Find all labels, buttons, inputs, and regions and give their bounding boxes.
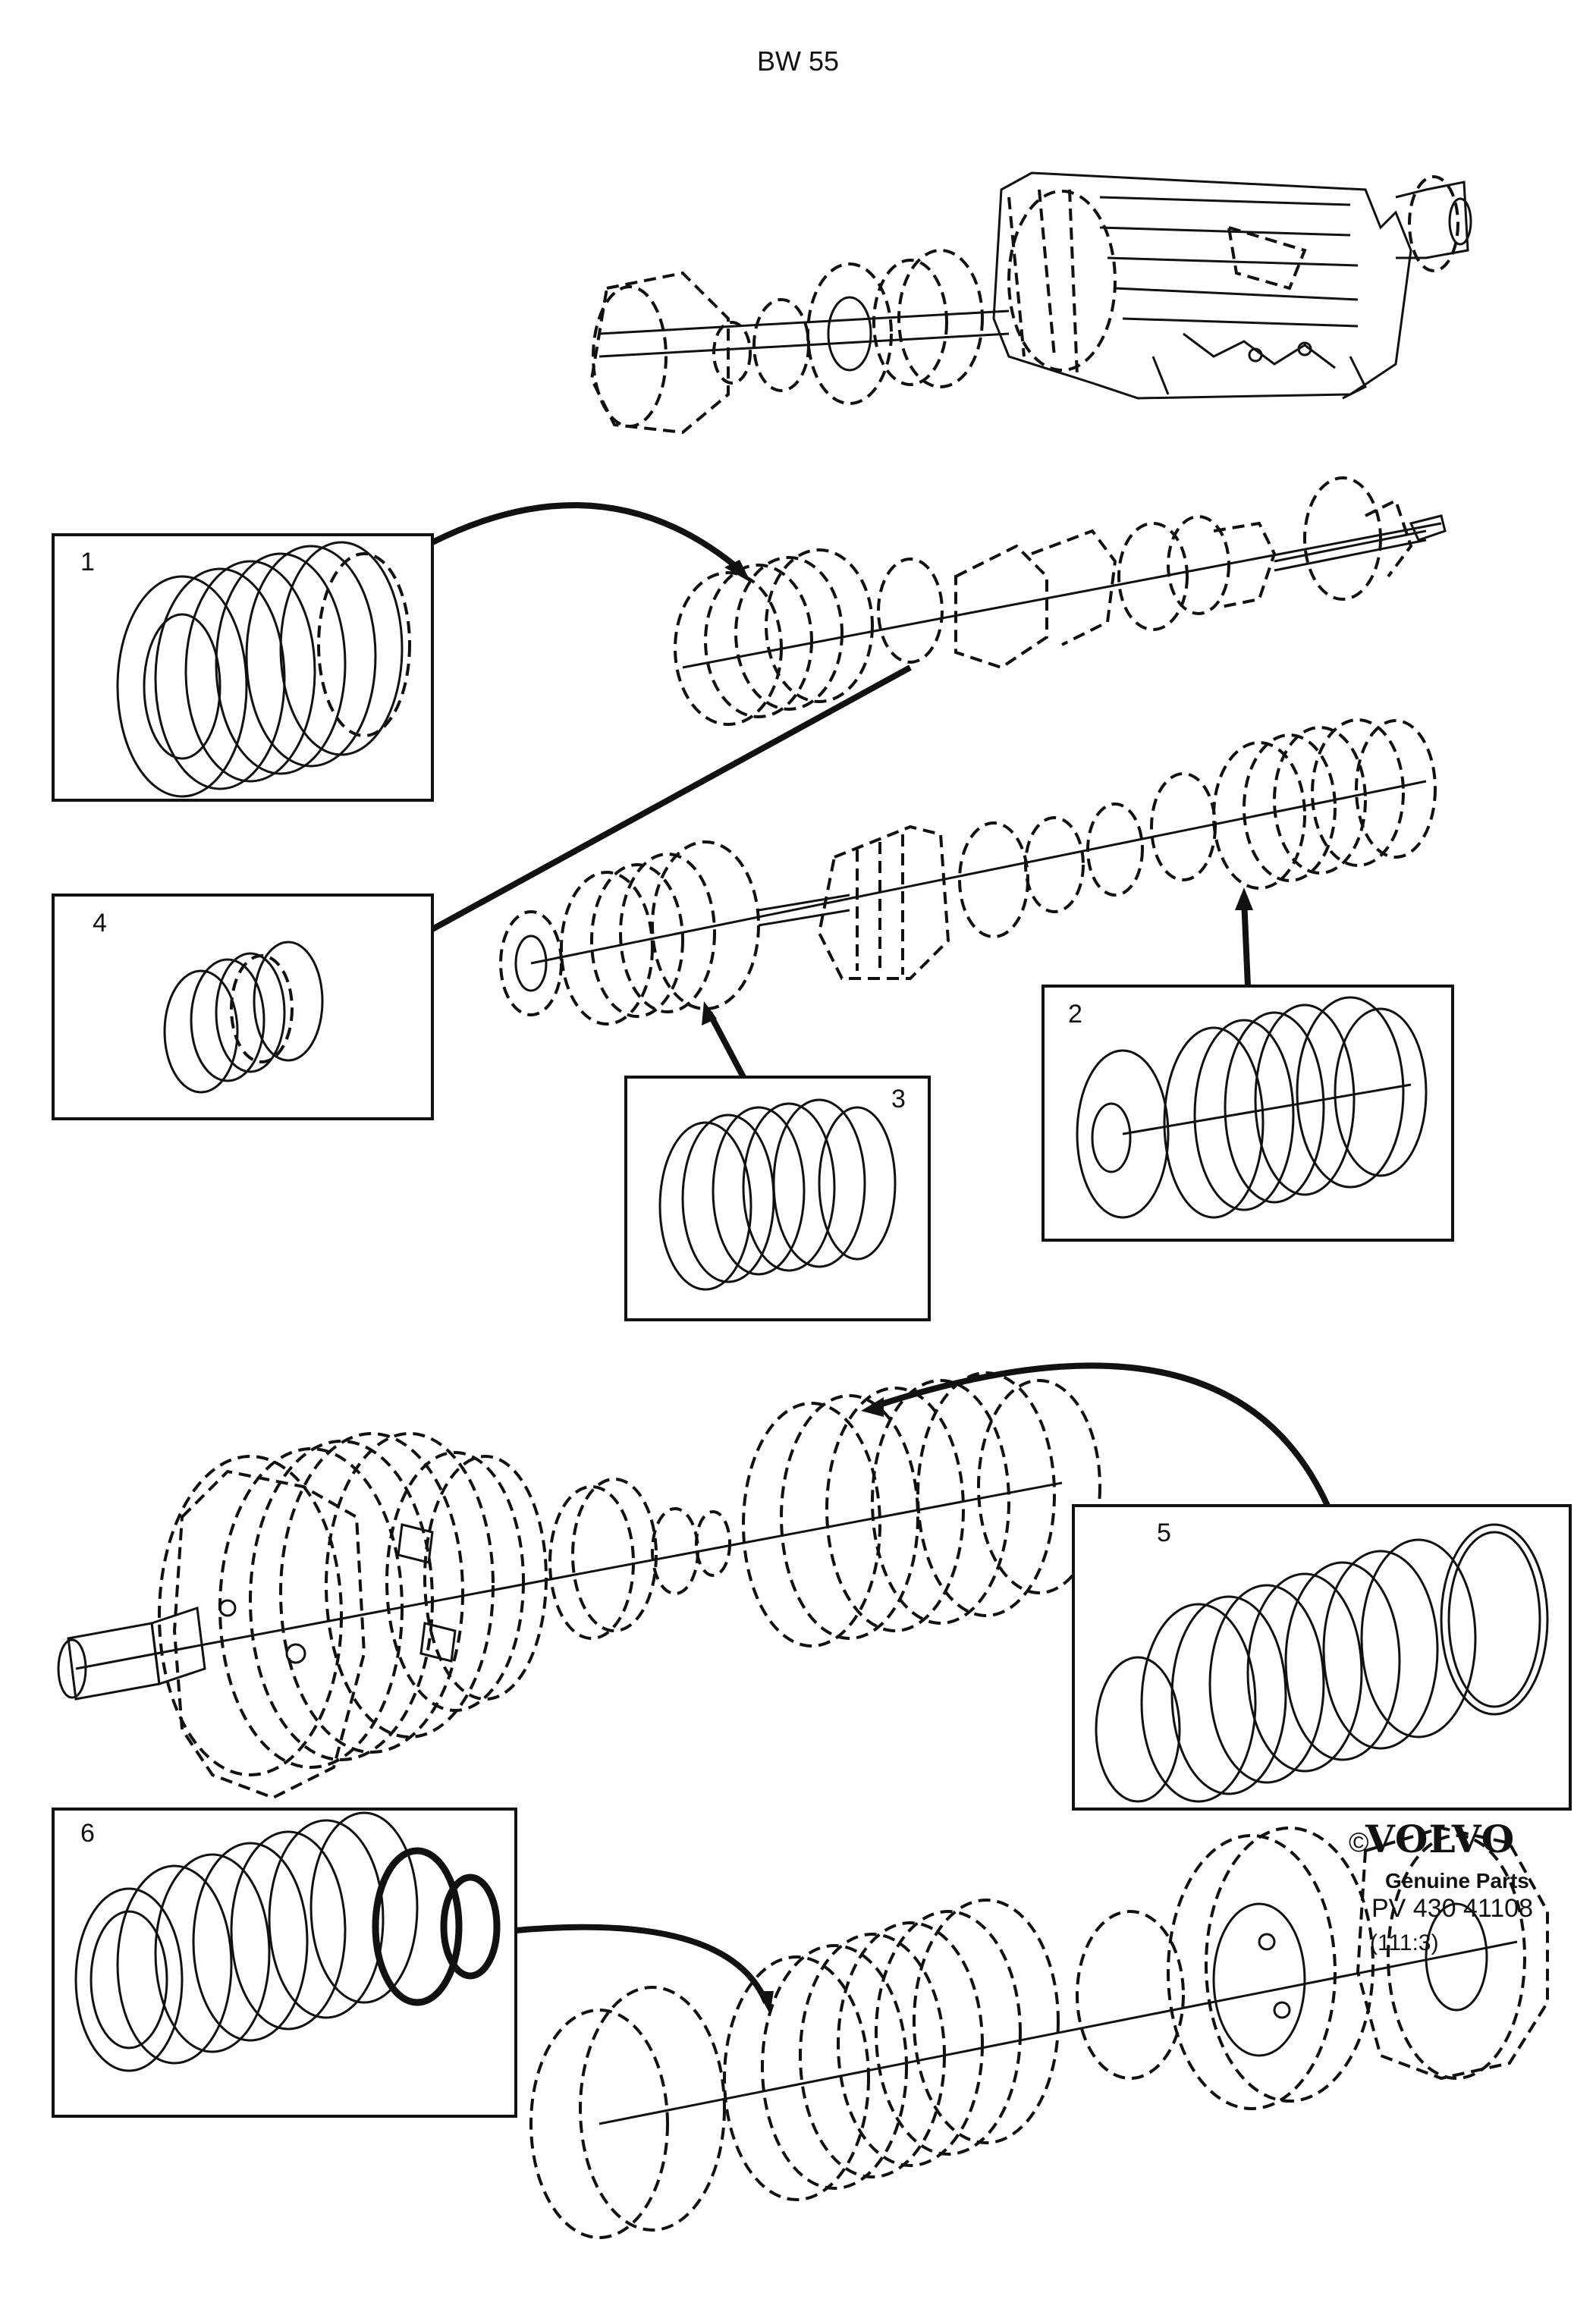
callout-box-2 [1041,985,1454,1242]
callout-number-1: 1 [80,548,95,576]
transmission-housing-assembly [589,171,1472,435]
callout-number-3: 3 [891,1085,906,1113]
callout-number-4: 4 [93,909,107,938]
leader-arrows [431,502,1331,2014]
callout-box-6 [52,1808,517,2118]
callout-number-6: 6 [80,1819,95,1848]
volvo-brand: VOLVO [1365,1817,1516,1861]
upper-gear-train-assembly [674,476,1447,726]
genuine-parts-label: Genuine Parts [1385,1869,1529,1892]
middle-clutch-assembly [499,718,1437,1026]
callout-box-3 [624,1076,931,1321]
callout-number-2: 2 [1068,1000,1082,1029]
page-title: BW 55 [756,46,840,77]
callout-box-4 [52,894,434,1120]
section-code: (111:3) [1370,1930,1439,1955]
part-reference: PV 430 41108 [1371,1894,1533,1923]
callout-box-1 [52,533,434,802]
lower-rear-clutch-assembly [529,1826,1549,2239]
lower-front-clutch-assembly [57,1371,1101,1800]
callout-number-5: 5 [1157,1519,1171,1547]
copyright-symbol: © [1349,1826,1369,1858]
callout-box-5 [1072,1504,1572,1811]
